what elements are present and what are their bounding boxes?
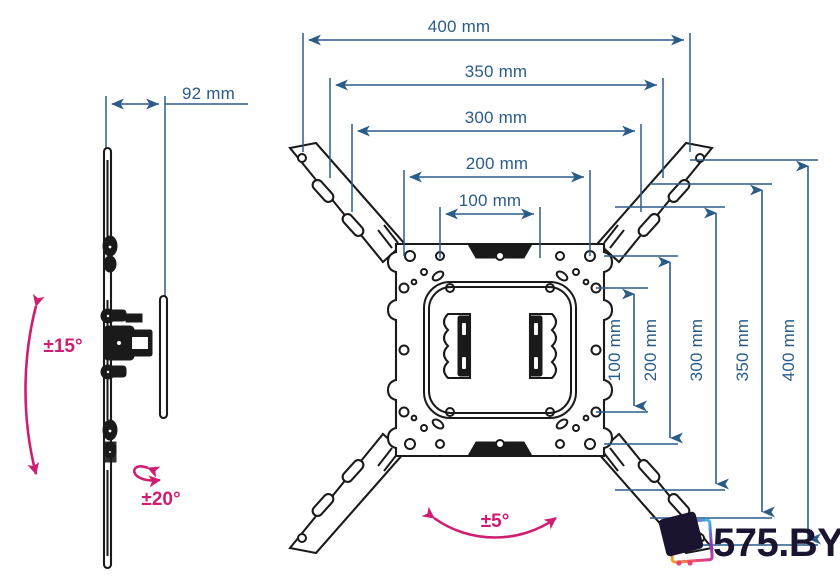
- logo-cart-icon: [658, 511, 714, 566]
- label-v-350mm: 350 mm: [733, 319, 752, 382]
- logo-text: 575.BY: [713, 521, 840, 565]
- tv-plate-profile: [158, 294, 169, 420]
- mount-arm-top-right: [596, 141, 714, 264]
- side-profile-view: [24, 96, 248, 570]
- dimension-h-400mm: [302, 33, 691, 152]
- dimension-v-350mm: [650, 183, 775, 519]
- label-v-400mm: 400 mm: [779, 319, 798, 382]
- lower-pivot-joint: [102, 419, 118, 463]
- dimension-v-100mm: [596, 287, 648, 413]
- label-h-400mm: 400 mm: [428, 17, 491, 36]
- horizontal-dimension-group: [302, 33, 691, 258]
- label-h-300mm: 300 mm: [465, 108, 528, 127]
- label-depth-92mm: 92 mm: [182, 84, 235, 103]
- label-h-350mm: 350 mm: [465, 62, 528, 81]
- dimension-v-300mm: [615, 206, 729, 491]
- angle-indicator-roll: [132, 465, 161, 488]
- label-v-100mm: 100 mm: [605, 319, 624, 382]
- dimension-h-200mm: [403, 170, 591, 256]
- label-v-300mm: 300 mm: [687, 319, 706, 382]
- dimension-h-350mm: [329, 78, 664, 178]
- dimension-92mm: [105, 96, 248, 300]
- dimension-v-200mm: [604, 255, 683, 445]
- upper-pivot-joint: [102, 235, 118, 273]
- dimension-labels: 92 mm 400 mm 350 mm 300 mm 200 mm 100 mm…: [43, 17, 798, 532]
- dimension-h-300mm: [351, 124, 642, 212]
- label-angle-roll: ±20°: [141, 489, 180, 510]
- vesa-plate: [386, 242, 614, 458]
- label-angle-tilt: ±15°: [43, 336, 82, 357]
- label-v-200mm: 200 mm: [641, 319, 660, 382]
- label-h-100mm: 100 mm: [459, 191, 522, 210]
- bracket-rail-right: [528, 312, 558, 380]
- mount-arm-top-left: [288, 141, 406, 264]
- bracket-rail-left: [442, 312, 472, 380]
- mount-arm-bottom-left: [288, 432, 406, 555]
- dimension-v-400mm: [690, 159, 821, 546]
- label-h-200mm: 200 mm: [466, 154, 529, 173]
- angle-indicator-tilt: [24, 293, 45, 475]
- front-vesa-view: [288, 33, 821, 555]
- dimension-h-100mm: [439, 207, 541, 258]
- angle-indicator-swivel: [421, 506, 557, 539]
- swivel-arm-assembly: [100, 308, 153, 380]
- label-angle-swivel: ±5°: [481, 511, 510, 532]
- site-logo[interactable]: 575.BY: [658, 511, 840, 566]
